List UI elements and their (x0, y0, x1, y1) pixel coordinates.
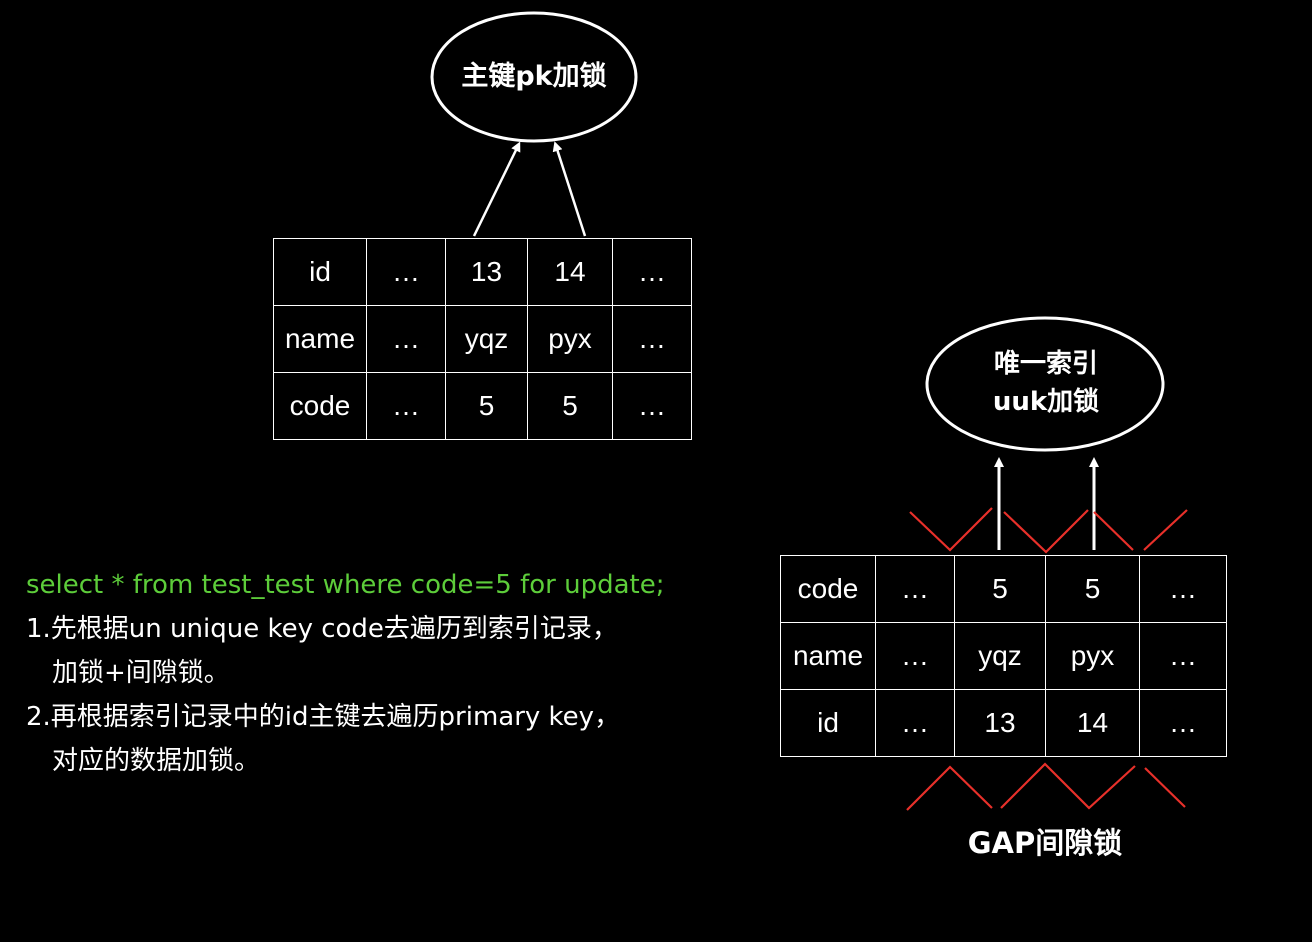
table-row: code … 5 5 … (780, 555, 1227, 623)
row-header-name: name (780, 622, 876, 690)
table-cell: … (875, 622, 955, 690)
row-header-name: name (273, 305, 367, 373)
row-header-id: id (780, 689, 876, 757)
table-cell: 5 (527, 372, 613, 440)
table-cell: … (1139, 622, 1227, 690)
table-cell: … (612, 372, 692, 440)
table-cell: … (366, 305, 446, 373)
table-cell: 5 (1045, 555, 1140, 623)
table-cell: … (612, 238, 692, 306)
gap-marks-bottom (906, 762, 1186, 811)
step1-line1: 1.先根据un unique key code去遍历到索引记录， (26, 614, 618, 644)
table-cell: 5 (954, 555, 1046, 623)
table-cell: pyx (1045, 622, 1140, 690)
table-cell: 13 (445, 238, 528, 306)
table-cell: yqz (445, 305, 528, 373)
primary-key-table: id … 13 14 … name … yqz pyx … code … 5 5… (273, 238, 692, 440)
table-row: code … 5 5 … (273, 372, 692, 440)
table-cell: pyx (527, 305, 613, 373)
pk-arrow-14 (552, 141, 587, 237)
table-cell: 13 (954, 689, 1046, 757)
table-row: name … yqz pyx … (780, 622, 1227, 690)
step2-line1: 2.再根据索引记录中的id主键去遍历primary key， (26, 702, 621, 732)
uk-lock-label-line2: uuk加锁 (992, 387, 1100, 417)
uk-lock-label-line1: 唯一索引 (993, 349, 1098, 379)
row-header-id: id (273, 238, 367, 306)
gap-marks-top (909, 507, 1188, 554)
table-row: id … 13 14 … (273, 238, 692, 306)
row-header-code: code (780, 555, 876, 623)
table-cell: … (612, 305, 692, 373)
table-cell: 5 (445, 372, 528, 440)
table-row: id … 13 14 … (780, 689, 1227, 757)
gap-lock-label: GAP间隙锁 (967, 826, 1123, 860)
table-cell: … (366, 238, 446, 306)
explanation-text: select * from test_test where code=5 for… (26, 563, 664, 783)
table-cell: 14 (1045, 689, 1140, 757)
table-cell: … (366, 372, 446, 440)
uk-lock-node (925, 316, 1165, 452)
step2-line2: 对应的数据加锁。 (52, 746, 261, 776)
step1-line2: 加锁+间隙锁。 (52, 658, 230, 688)
table-cell: 14 (527, 238, 613, 306)
table-cell: … (1139, 555, 1227, 623)
pk-arrow-13 (472, 141, 521, 237)
pk-lock-label: 主键pk加锁 (461, 61, 607, 92)
table-cell: … (875, 689, 955, 757)
sql-statement: select * from test_test where code=5 for… (26, 570, 665, 600)
table-cell: … (1139, 689, 1227, 757)
table-cell: … (875, 555, 955, 623)
uk-lock-label: 唯一索引 uuk加锁 (926, 345, 1166, 421)
pk-lock-node (430, 11, 638, 143)
unique-key-table: code … 5 5 … name … yqz pyx … id … 13 14… (780, 555, 1227, 757)
table-row: name … yqz pyx … (273, 305, 692, 373)
row-header-code: code (273, 372, 367, 440)
table-cell: yqz (954, 622, 1046, 690)
